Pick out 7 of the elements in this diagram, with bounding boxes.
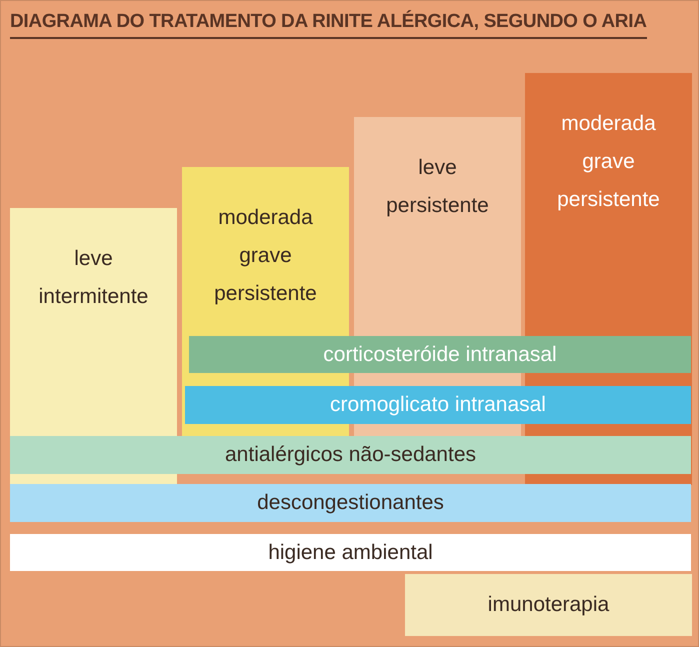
treatment-bar: higiene ambiental bbox=[10, 534, 691, 571]
treatment-bar: corticosteróide intranasal bbox=[189, 336, 691, 373]
treatment-bar: descongestionantes bbox=[10, 484, 691, 522]
diagram-title: DIAGRAMA DO TRATAMENTO DA RINITE ALÉRGICA, SEGUNDO O ARIA bbox=[10, 11, 647, 39]
treatment-bar: cromoglicato intranasal bbox=[185, 386, 691, 424]
treatment-bar: imunoterapia bbox=[405, 574, 692, 636]
treatment-bar: antialérgicos não-sedantes bbox=[10, 436, 691, 474]
